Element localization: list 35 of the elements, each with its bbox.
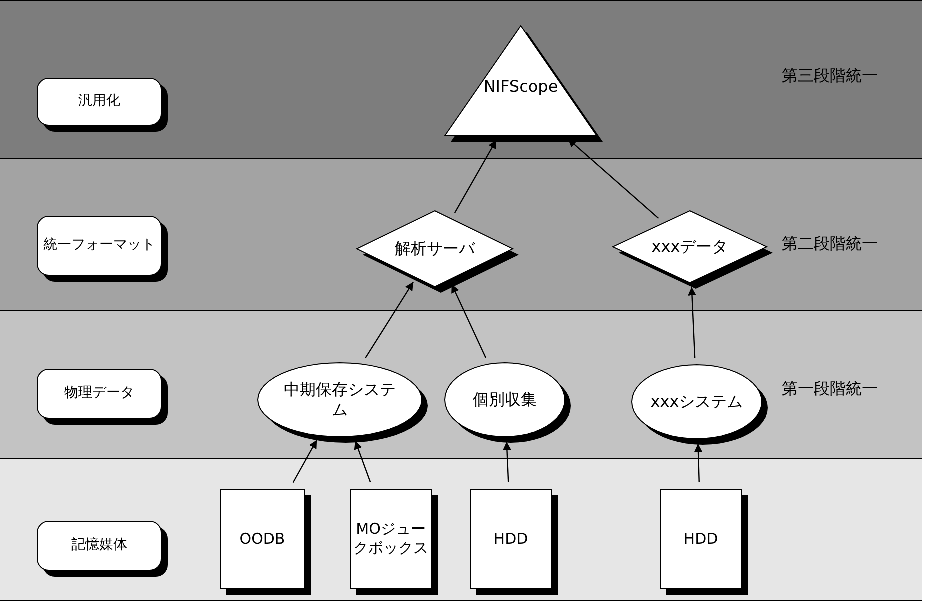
- arrow: [365, 282, 414, 359]
- ellipse-node: [258, 363, 429, 444]
- layer-label: 第三段階統一: [782, 66, 878, 87]
- node-label: 物理データ: [64, 385, 134, 403]
- ellipse-node: [632, 365, 769, 446]
- node-label: 中期保存システム: [282, 380, 397, 420]
- arrow: [503, 442, 512, 482]
- node-label: HDD: [684, 530, 718, 548]
- diamond-node: [357, 211, 520, 294]
- node-label: MOジュークボックス: [353, 520, 429, 558]
- triangle-node: [445, 26, 604, 143]
- arrow: [694, 444, 703, 482]
- arrow: [451, 284, 487, 358]
- diamond-node: [613, 211, 774, 290]
- node-label: 解析サーバ: [394, 239, 475, 259]
- arrow: [292, 440, 318, 484]
- node-label: HDD: [494, 530, 528, 548]
- ellipse-node: [445, 363, 572, 444]
- node-label: xxxシステム: [650, 392, 744, 412]
- arrow: [688, 287, 696, 358]
- layer-label: 第一段階統一: [782, 379, 878, 400]
- node-label: OODB: [240, 530, 286, 548]
- node-label: 汎用化: [78, 93, 120, 111]
- node-label: 統一フォーマット: [44, 237, 156, 255]
- node-label: NIFScope: [484, 76, 558, 96]
- layer-band: [0, 310, 922, 459]
- node-label: 個別収集: [472, 390, 537, 410]
- arrow: [354, 440, 372, 483]
- node-label: 記憶媒体: [72, 537, 128, 555]
- node-label: xxxデータ: [652, 237, 728, 257]
- layer-label: 第二段階統一: [782, 234, 878, 255]
- layer-band: [0, 458, 922, 601]
- layer-band: [0, 158, 922, 311]
- layer-band: [0, 0, 922, 159]
- arrow: [454, 140, 498, 214]
